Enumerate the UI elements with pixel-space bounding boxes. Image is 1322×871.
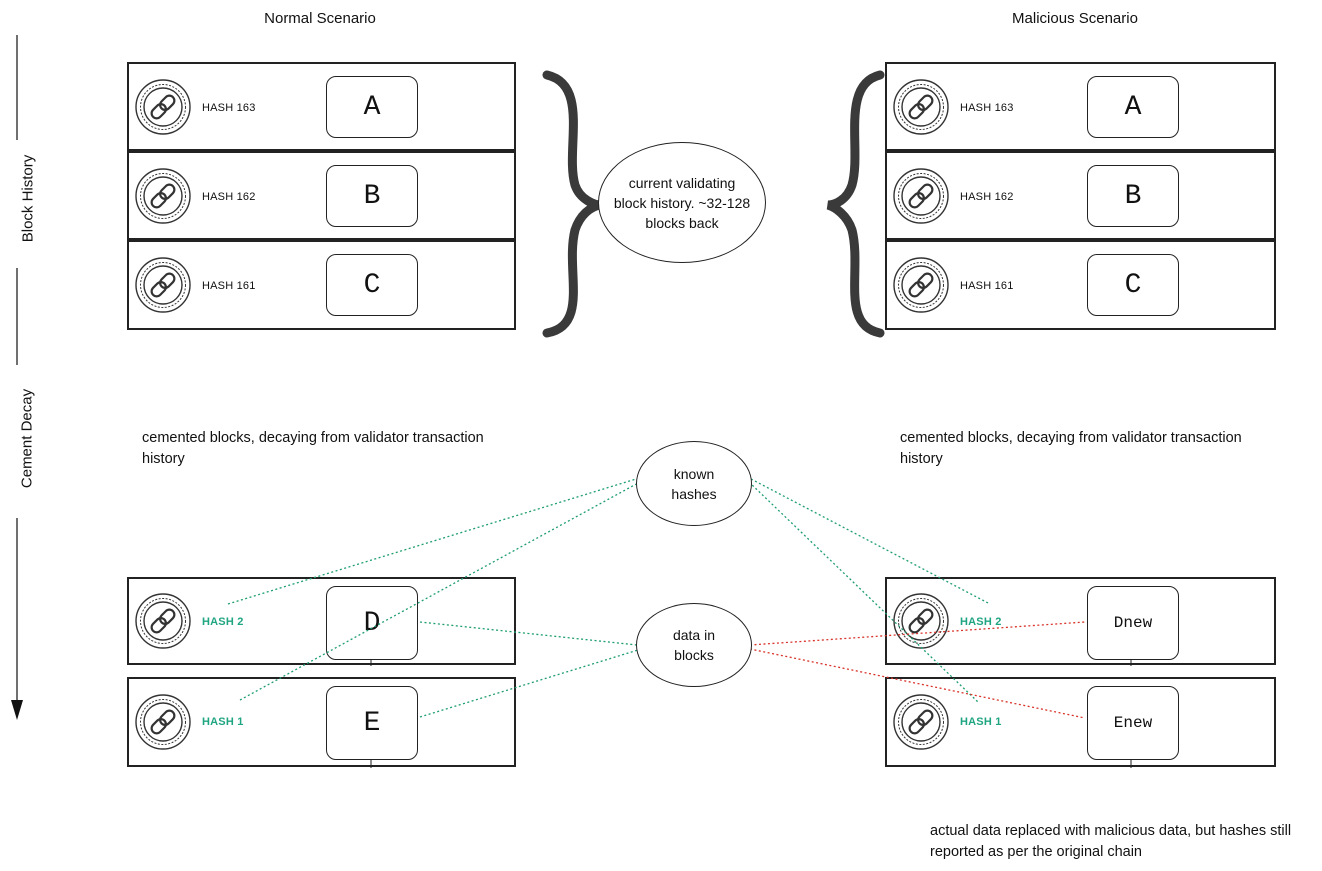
chain-link-icon xyxy=(892,167,950,225)
right-brace xyxy=(826,70,885,338)
block-data: C xyxy=(1087,254,1179,316)
block-data: E xyxy=(326,686,418,760)
block-hash: HASH 2 xyxy=(202,616,244,628)
normal-block-row-162: HASH 162 B xyxy=(127,151,516,240)
normal-block-row-163: HASH 163 A xyxy=(127,62,516,151)
chain-link-icon xyxy=(134,78,192,136)
block-data: C xyxy=(326,254,418,316)
data-in-blocks-ellipse: data in blocks xyxy=(636,603,752,687)
chain-link-icon xyxy=(134,256,192,314)
block-data: D xyxy=(326,586,418,660)
malicious-cemented-note: cemented blocks, decaying from validator… xyxy=(900,430,1242,467)
block-hash: HASH 1 xyxy=(202,716,244,728)
malicious-block-row-163: HASH 163 A xyxy=(885,62,1276,151)
block-data: Dnew xyxy=(1087,586,1179,660)
known-hashes-text: known hashes xyxy=(671,465,717,502)
malicious-block-row-hash2: HASH 2 Dnew xyxy=(885,577,1276,665)
data-in-blocks-text: data in blocks xyxy=(672,627,716,663)
block-hash: HASH 161 xyxy=(960,280,1014,292)
chain-link-icon xyxy=(134,592,192,650)
normal-scenario-title: Normal Scenario xyxy=(264,10,376,27)
left-brace xyxy=(542,70,602,338)
block-data: B xyxy=(1087,165,1179,227)
block-hash: HASH 162 xyxy=(960,191,1014,203)
block-data: Enew xyxy=(1087,686,1179,760)
block-data: A xyxy=(1087,76,1179,138)
malicious-scenario-title: Malicious Scenario xyxy=(1012,10,1138,27)
block-data: A xyxy=(326,76,418,138)
block-data: B xyxy=(326,165,418,227)
normal-cemented-note: cemented blocks, decaying from validator… xyxy=(142,430,484,467)
normal-block-row-hash2: HASH 2 D xyxy=(127,577,516,665)
chain-link-icon xyxy=(892,78,950,136)
block-hash: HASH 2 xyxy=(960,616,1002,628)
block-hash: HASH 1 xyxy=(960,716,1002,728)
malicious-block-row-hash1: HASH 1 Enew xyxy=(885,677,1276,767)
block-hash: HASH 163 xyxy=(202,102,256,114)
block-hash: HASH 161 xyxy=(202,280,256,292)
known-hashes-ellipse: known hashes xyxy=(636,441,752,526)
chain-link-icon xyxy=(134,167,192,225)
chain-link-icon xyxy=(892,256,950,314)
normal-block-row-hash1: HASH 1 E xyxy=(127,677,516,767)
chain-link-icon xyxy=(892,693,950,751)
validating-history-ellipse: current validating block history. ~32-12… xyxy=(598,142,766,263)
validating-history-text: current validating block history. ~32-12… xyxy=(613,174,751,231)
block-hash: HASH 162 xyxy=(202,191,256,203)
block-hash: HASH 163 xyxy=(960,102,1014,114)
normal-block-row-161: HASH 161 C xyxy=(127,240,516,330)
chain-link-icon xyxy=(134,693,192,751)
malicious-footer-note: actual data replaced with malicious data… xyxy=(930,823,1292,860)
malicious-block-row-161: HASH 161 C xyxy=(885,240,1276,330)
malicious-block-row-162: HASH 162 B xyxy=(885,151,1276,240)
chain-link-icon xyxy=(892,592,950,650)
